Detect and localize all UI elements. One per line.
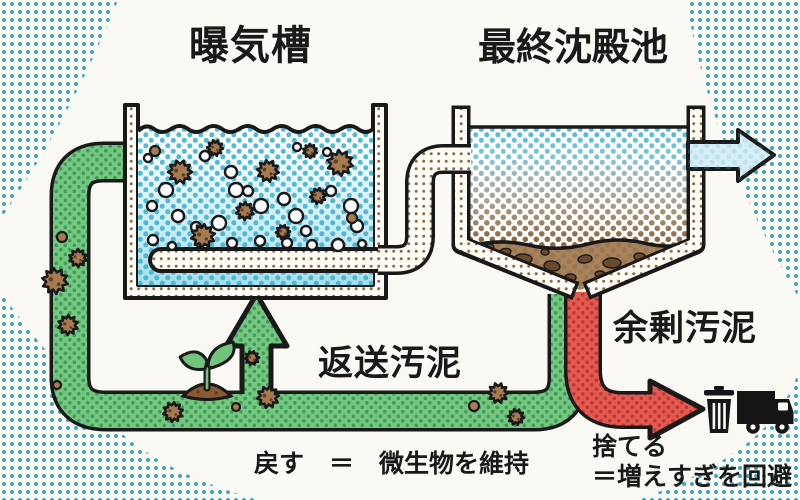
clarifier-water [468,127,690,290]
return-sludge-label: 返送汚泥 [318,344,463,384]
transfer-pipe [378,144,471,275]
excess-sludge-label: 余剰汚泥 [613,309,758,349]
outflow-arrow-icon [686,128,776,183]
aeration-tank-title: 曝気槽 [189,23,312,69]
aeration-tank [123,103,388,300]
aeration-microbes [148,138,359,250]
truck-icon [737,391,794,434]
discard-note-line2: ＝増えすぎを回避 [592,462,793,491]
excess-sludge-pipe [564,292,706,441]
final-clarifier-title: 最終沈殿池 [478,25,669,69]
discard-note-line1: 捨てる [592,432,668,461]
trash-can-icon [704,386,734,433]
returned-microbes [40,230,526,427]
final-clarifier-tank [451,105,706,300]
return-note: 戻す ＝ 微生物を維持 [254,449,530,478]
aeration-diffuser-pipe [148,247,388,273]
seedling-icon [178,340,236,401]
